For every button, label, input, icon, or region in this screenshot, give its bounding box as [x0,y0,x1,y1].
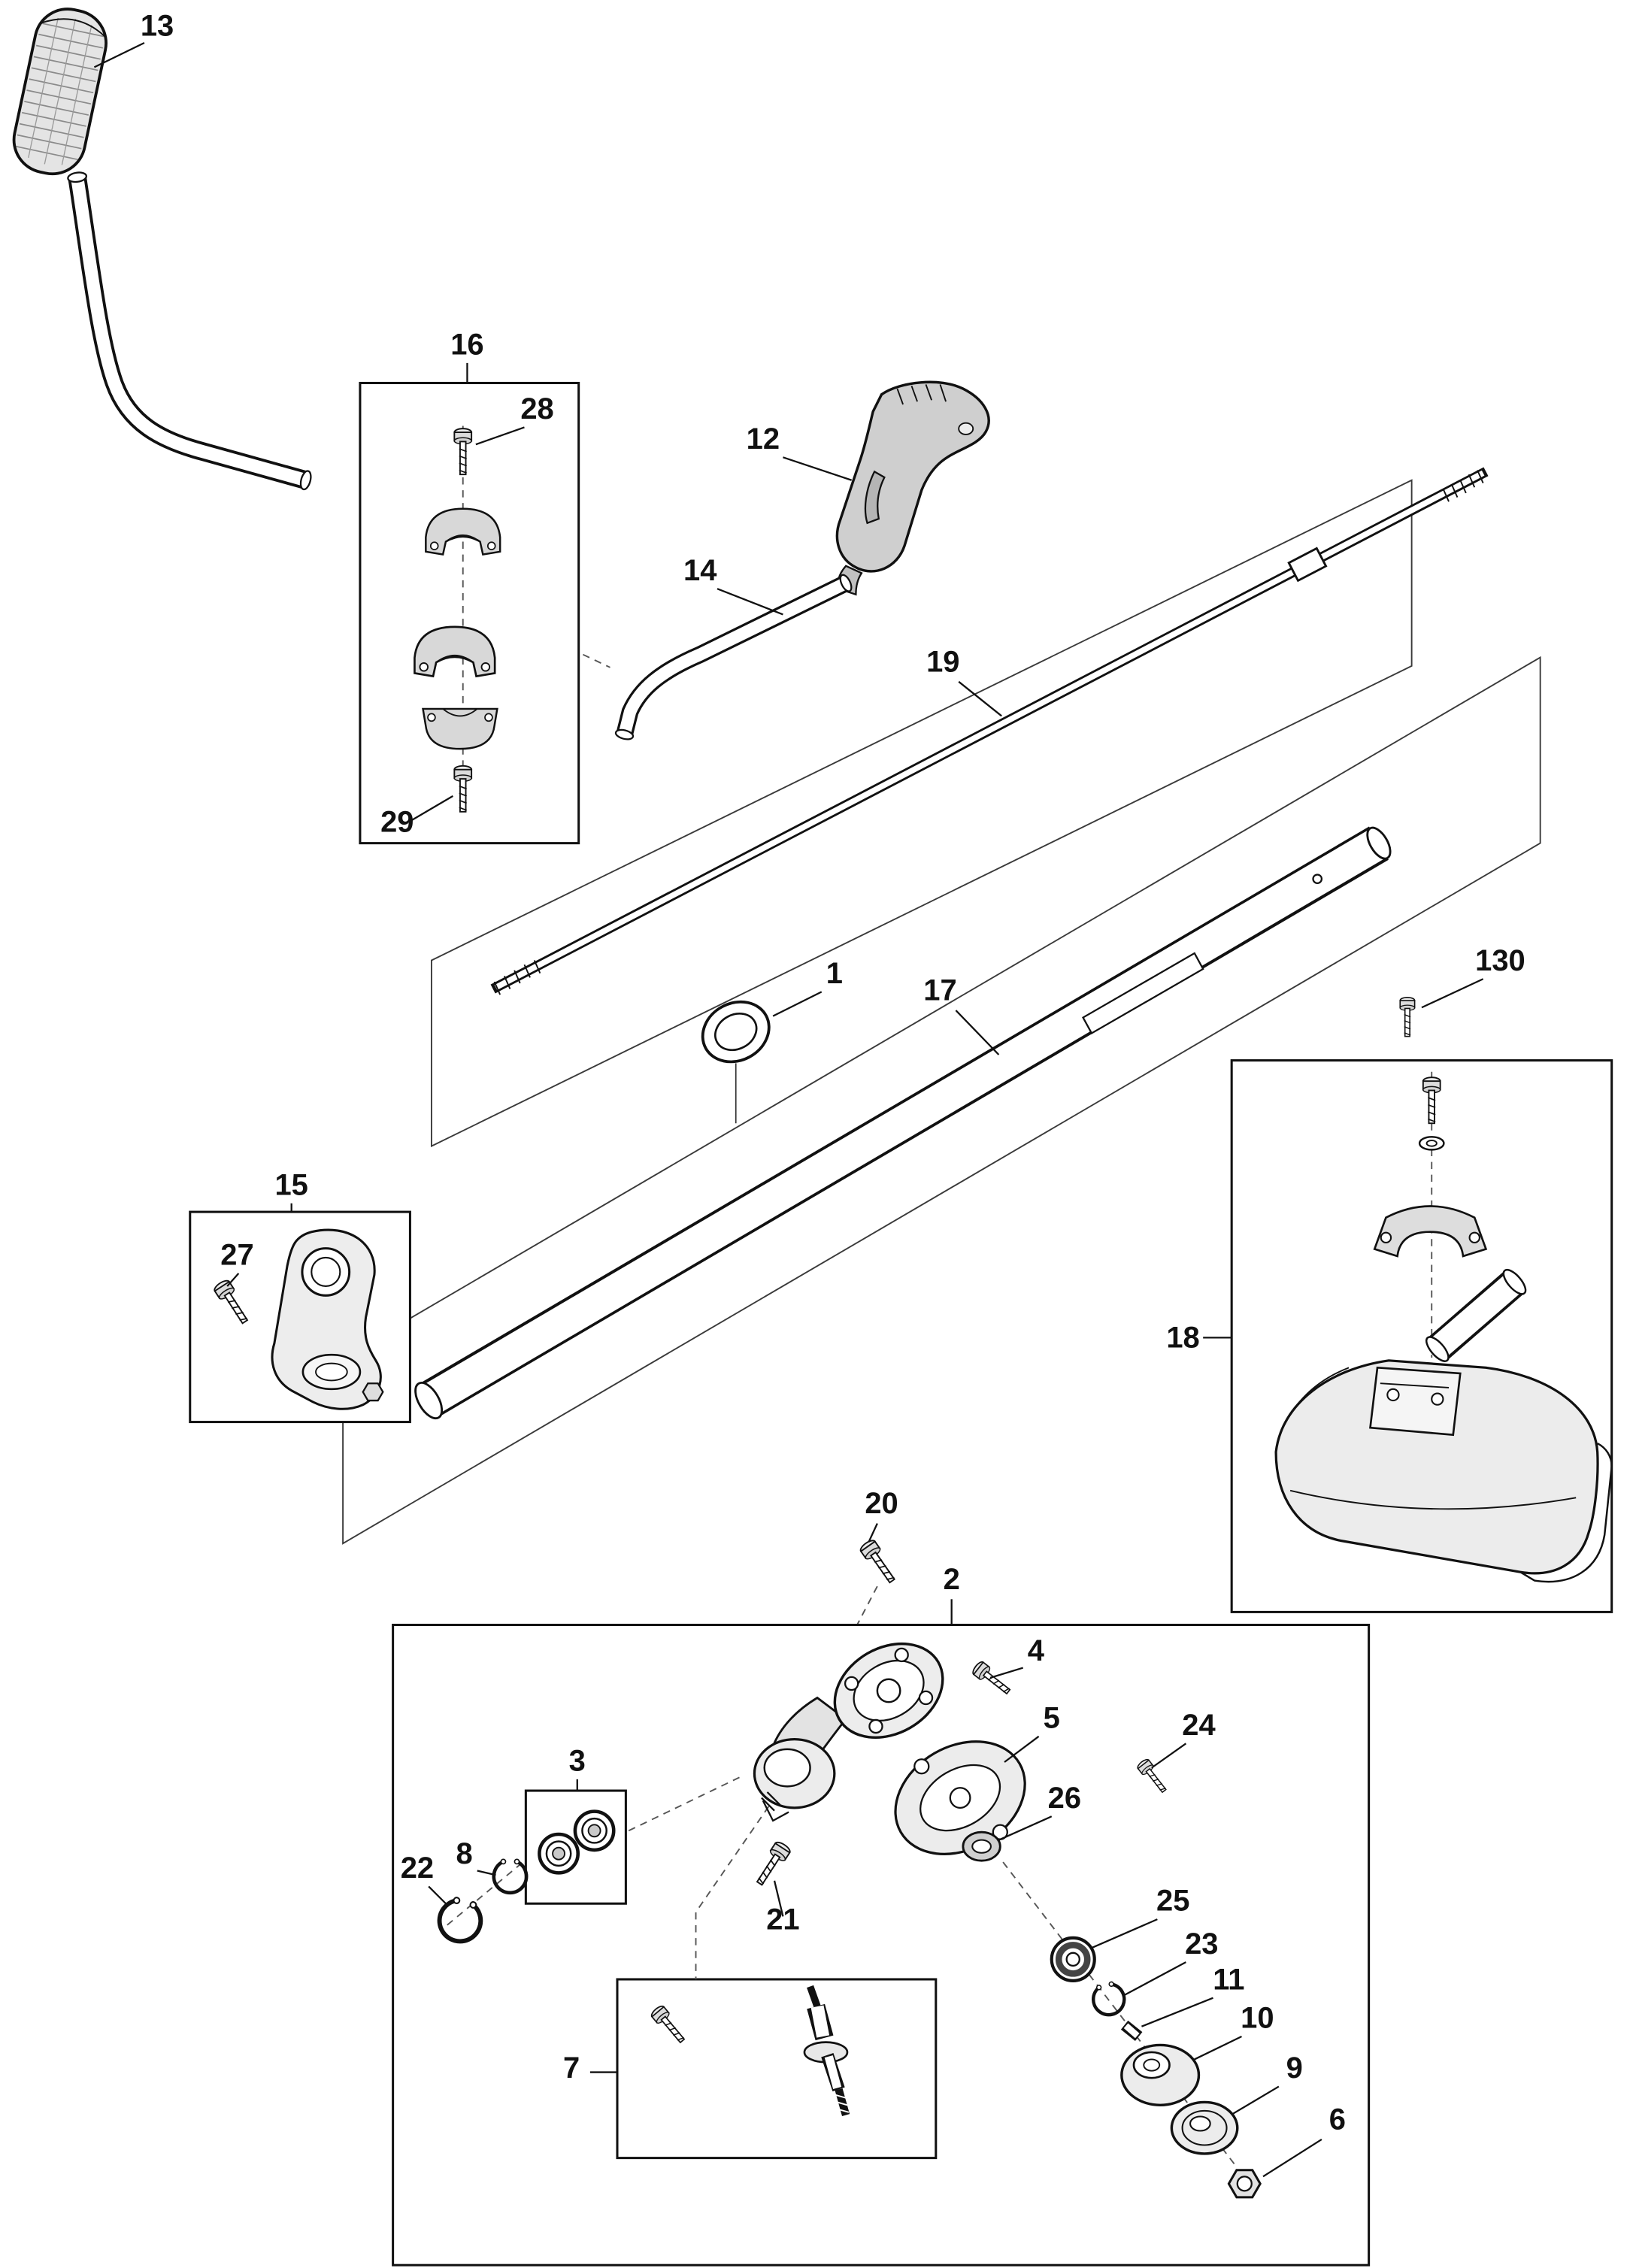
callout-4: 4 [1028,1634,1044,1667]
part-3-bearing-a [539,1834,577,1873]
lock-button [958,422,974,435]
guard-washer [1418,1136,1445,1151]
box-7 [616,1978,938,2160]
part-19-drive-shaft [490,467,1489,995]
callout-9: 9 [1286,2051,1303,2085]
detail-boxes [189,381,1613,2266]
part-15-hanger [271,1228,384,1410]
part-7-spindle [803,1985,850,2116]
part-3-bearing-b [575,1812,614,1850]
part-26-seal [962,1830,1001,1862]
handle-clamp-group [414,425,501,813]
part-10-cup-washer [1120,2043,1201,2106]
callout-29: 29 [380,805,414,838]
callout-22: 22 [401,1852,434,1885]
callout-11: 11 [1213,1963,1244,1996]
pipe-label-sticker [1081,952,1204,1035]
callout-6: 6 [1329,2103,1346,2136]
part-5-cover [894,1740,1026,1855]
trigger [864,470,886,525]
callout-26: 26 [1048,1782,1081,1815]
callout-2: 2 [944,1563,960,1596]
hanger-nut [362,1382,384,1402]
callout-16: 16 [450,328,483,361]
part-20-screw [858,1537,900,1587]
part-13-grip [12,8,108,176]
guard-pipe-stub [1425,1268,1527,1362]
callout-8: 8 [456,1837,473,1870]
leader-lines [93,42,1484,2178]
part-2-gear-head [753,1642,944,1822]
guard-clamp-bracket [1373,1205,1488,1258]
callout-19: 19 [926,645,959,678]
callout-23: 23 [1185,1927,1218,1961]
callout-18: 18 [1166,1322,1199,1355]
callout-13: 13 [141,10,174,43]
callout-15: 15 [274,1168,308,1201]
callout-20: 20 [865,1487,898,1520]
callout-24: 24 [1182,1709,1215,1742]
shaft-frames [342,479,1541,1545]
part-16-clamp-lower [422,707,498,750]
callout-17: 17 [923,974,956,1007]
callout-10: 10 [1241,2002,1274,2035]
callouts: 13 16 28 29 12 14 19 17 1 130 18 15 27 2… [141,10,1525,2136]
callout-14: 14 [683,554,717,587]
part-1-sleeve [701,1000,771,1124]
part-130-screw [1399,996,1416,1037]
gear-case-group [435,1642,1262,2199]
hanger-bracket-group [212,1228,384,1410]
left-handlebar-tube [67,171,312,491]
part-9-clamp-washer [1170,2100,1239,2155]
part-12-trigger-handle [835,380,990,596]
part-25-bearing-collar [1050,1936,1096,1982]
part-16-clamp-upper [425,507,501,556]
part-14-handlebar-tube [614,574,853,740]
part-16-clamp-middle [414,625,496,678]
callout-25: 25 [1156,1885,1189,1918]
callout-21: 21 [766,1903,799,1936]
part-18-guard-shield [1274,1359,1613,1583]
callout-7: 7 [563,2051,580,2085]
guard-assembly-group [1274,1071,1613,1583]
callout-12: 12 [747,422,780,456]
part-17-outer-pipe [414,826,1392,1420]
callout-1: 1 [826,957,843,990]
part-6-nut [1227,2169,1262,2199]
callout-5: 5 [1044,1701,1060,1734]
part-11-pin [1120,2020,1143,2041]
callout-3: 3 [569,1744,586,1777]
callout-130: 130 [1475,944,1525,977]
callout-28: 28 [520,392,553,425]
callout-27: 27 [220,1238,253,1271]
